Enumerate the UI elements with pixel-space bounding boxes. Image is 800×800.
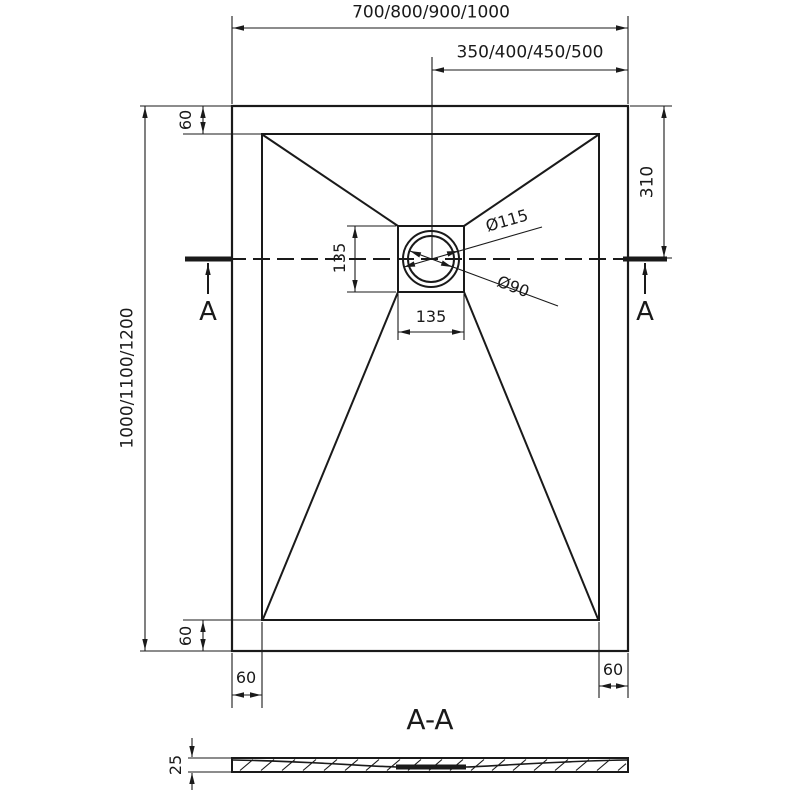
dim-overall-height: 1000/1100/1200 — [117, 307, 138, 449]
tray-outer-rect — [230, 104, 630, 653]
dim-margin-right: 60 — [602, 660, 624, 679]
dim-margin-left: 60 — [235, 668, 257, 687]
section-marker-left: A — [199, 297, 217, 327]
dim-half-width: 350/400/450/500 — [456, 42, 604, 63]
dim-drain-box-height: 135 — [330, 242, 349, 274]
dim-drain-from-top: 310 — [637, 165, 658, 199]
dim-thickness: 25 — [166, 754, 185, 776]
dim-drain-box-width: 135 — [415, 307, 447, 326]
extension-lines — [140, 16, 672, 773]
section-title: A-A — [406, 703, 454, 736]
dim-margin-top: 60 — [176, 109, 195, 131]
dim-overall-width: 700/800/900/1000 — [352, 2, 510, 23]
section-dish-surface — [232, 759, 628, 768]
arrowheads — [142, 25, 667, 784]
section-marker-right: A — [636, 297, 654, 327]
dim-margin-bottom: 60 — [176, 625, 195, 647]
tray-inner-rect — [261, 133, 600, 621]
